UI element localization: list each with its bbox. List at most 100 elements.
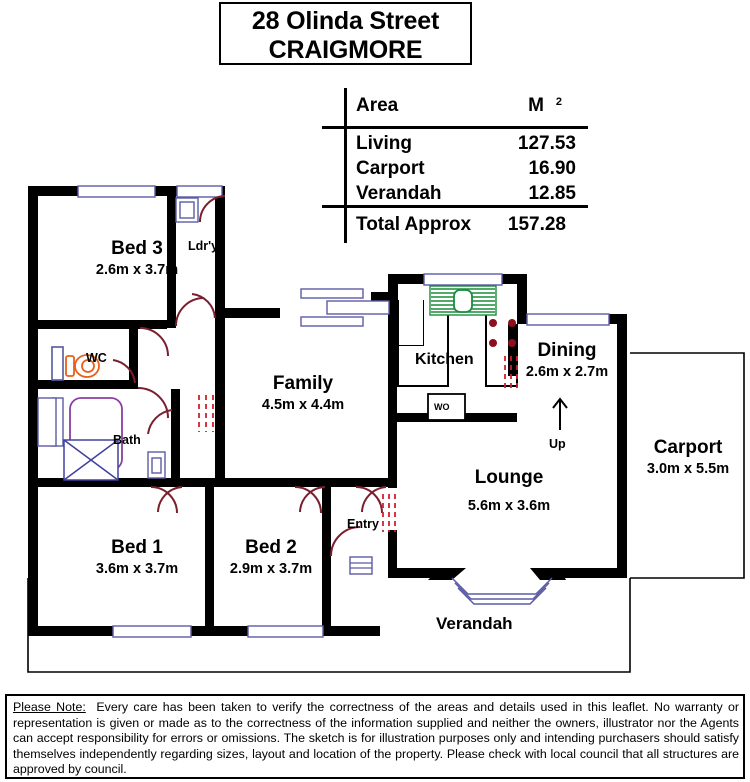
wall-hall-family-stub	[180, 478, 220, 487]
windows	[51, 185, 610, 638]
entry-door-panel	[349, 556, 373, 575]
wall-bed2-top	[214, 478, 322, 487]
window-kitchen-top	[423, 273, 503, 286]
stairs-up-arrow	[552, 397, 568, 430]
wall-kitchen-divider	[508, 324, 517, 376]
door-bath	[137, 387, 169, 419]
kitchen-bench-fill	[398, 300, 448, 386]
disclaimer-text: Please Note: Every care has been taken t…	[13, 700, 739, 778]
window-wc	[51, 346, 64, 381]
room-label-entry: Entry	[347, 517, 379, 531]
wall-bed2-right	[322, 478, 331, 558]
area-summary-table: Area M 2 Living 127.53 Carport 16.90 Ver…	[322, 88, 588, 243]
wall-exterior-bottom-left	[28, 626, 380, 636]
area-row-living: Living 127.53	[356, 132, 588, 156]
door-bed2b	[299, 486, 326, 513]
door-ldry-hall	[175, 297, 205, 327]
door-entry-family	[355, 486, 383, 514]
wall-bay-right	[530, 568, 566, 580]
wall-bed2-bottom-right	[322, 626, 380, 636]
carport-outline	[630, 352, 745, 579]
cased-openings	[198, 356, 518, 532]
disclaimer-heading: Please Note:	[13, 700, 86, 714]
wall-bath-right	[171, 389, 180, 487]
wall-kitchen-left-jog	[371, 292, 391, 301]
area-header-superscript: 2	[555, 96, 562, 108]
door-ldry-hall2	[191, 293, 216, 319]
sliding-doors-family	[300, 288, 390, 327]
disclaimer-body: Every care has been taken to verify the …	[13, 700, 739, 777]
wall-wc-bottom	[28, 380, 138, 389]
door-entry-familyb	[361, 486, 387, 513]
wall-kitchen-right	[517, 274, 527, 324]
disclaimer-box: Please Note: Every care has been taken t…	[5, 694, 745, 779]
window-ldry-top	[176, 185, 223, 198]
wall-bay-left	[428, 568, 466, 580]
door-swings	[112, 195, 387, 557]
wall-oven-label: WO	[434, 402, 450, 412]
wall-entry-right-upper	[388, 300, 397, 488]
bay-window-glazing	[451, 577, 553, 605]
area-label-total: Total Approx	[356, 214, 472, 235]
floor-plan-drawing	[27, 185, 745, 673]
window-bed2-bottom	[247, 625, 324, 638]
door-bath2	[147, 409, 173, 435]
wall-wc-right	[129, 329, 138, 389]
property-address: 28 Olinda Street	[251, 7, 440, 35]
table-total-rule	[322, 205, 588, 208]
area-label-verandah: Verandah	[356, 183, 442, 204]
slider-panel-bottom	[300, 316, 364, 327]
room-label-wc: WC	[86, 351, 107, 365]
door-wc	[112, 359, 136, 384]
wall-lounge-bottom-right	[560, 568, 627, 578]
area-row-total: Total Approx 157.28	[356, 213, 588, 237]
window-bed3-top	[77, 185, 156, 198]
door-bed1	[150, 486, 178, 514]
wall-exterior-left	[28, 186, 38, 636]
area-header-label: Area	[356, 95, 399, 116]
kitchen-bench-lines	[397, 300, 517, 387]
stairs-up-label: Up	[549, 437, 566, 451]
slider-panel-middle	[326, 300, 390, 315]
wall-entry-right-lower	[388, 530, 397, 578]
area-value-carport: 16.90	[528, 158, 576, 179]
wall-lounge-bottom-left	[388, 568, 448, 578]
room-label-verandah: Verandah	[436, 614, 513, 633]
room-label-kitchen: Kitchen	[415, 351, 474, 368]
toilet-fixture	[65, 354, 100, 378]
room-label-bath: Bath	[113, 433, 141, 447]
cooktop-burners	[489, 319, 516, 347]
room-label-laundry: Ldr'y	[188, 239, 219, 253]
wall-ldry-right	[215, 186, 225, 318]
wall-dining-right	[617, 314, 627, 578]
window-wc-inner	[51, 346, 64, 381]
sink-basin	[453, 289, 473, 313]
kitchen-sink	[429, 285, 497, 316]
area-header-unit: M	[528, 95, 544, 116]
wall-bed3-bottom	[28, 320, 167, 329]
area-label-carport: Carport	[356, 158, 425, 179]
area-value-total: 157.28	[507, 214, 566, 235]
wall-kitchen-left	[388, 274, 398, 300]
bath-vanity	[37, 397, 57, 447]
table-vertical-rule	[344, 88, 347, 243]
laundry-trough-inner	[179, 201, 195, 219]
kitchen-bench-left	[397, 300, 425, 347]
area-table-header: Area M 2	[356, 94, 588, 118]
area-value-living: 127.53	[517, 133, 576, 154]
wall-hall-right	[215, 308, 225, 478]
wall-family-entry	[331, 478, 389, 487]
window-dining-top	[526, 313, 610, 326]
slider-panel-top	[300, 288, 364, 299]
outdoor-outlines	[27, 352, 745, 673]
area-row-carport: Carport 16.90	[356, 157, 588, 181]
shower-fixture	[63, 439, 119, 481]
wall-oven-box	[427, 393, 466, 421]
entry-door-panel-lines	[350, 562, 372, 569]
window-bed1-bottom	[112, 625, 192, 638]
area-value-verandah: 12.85	[528, 183, 576, 204]
door-entry-front	[330, 526, 361, 557]
door-bed3-hall	[139, 327, 169, 357]
door-ldry-ext	[199, 195, 226, 223]
